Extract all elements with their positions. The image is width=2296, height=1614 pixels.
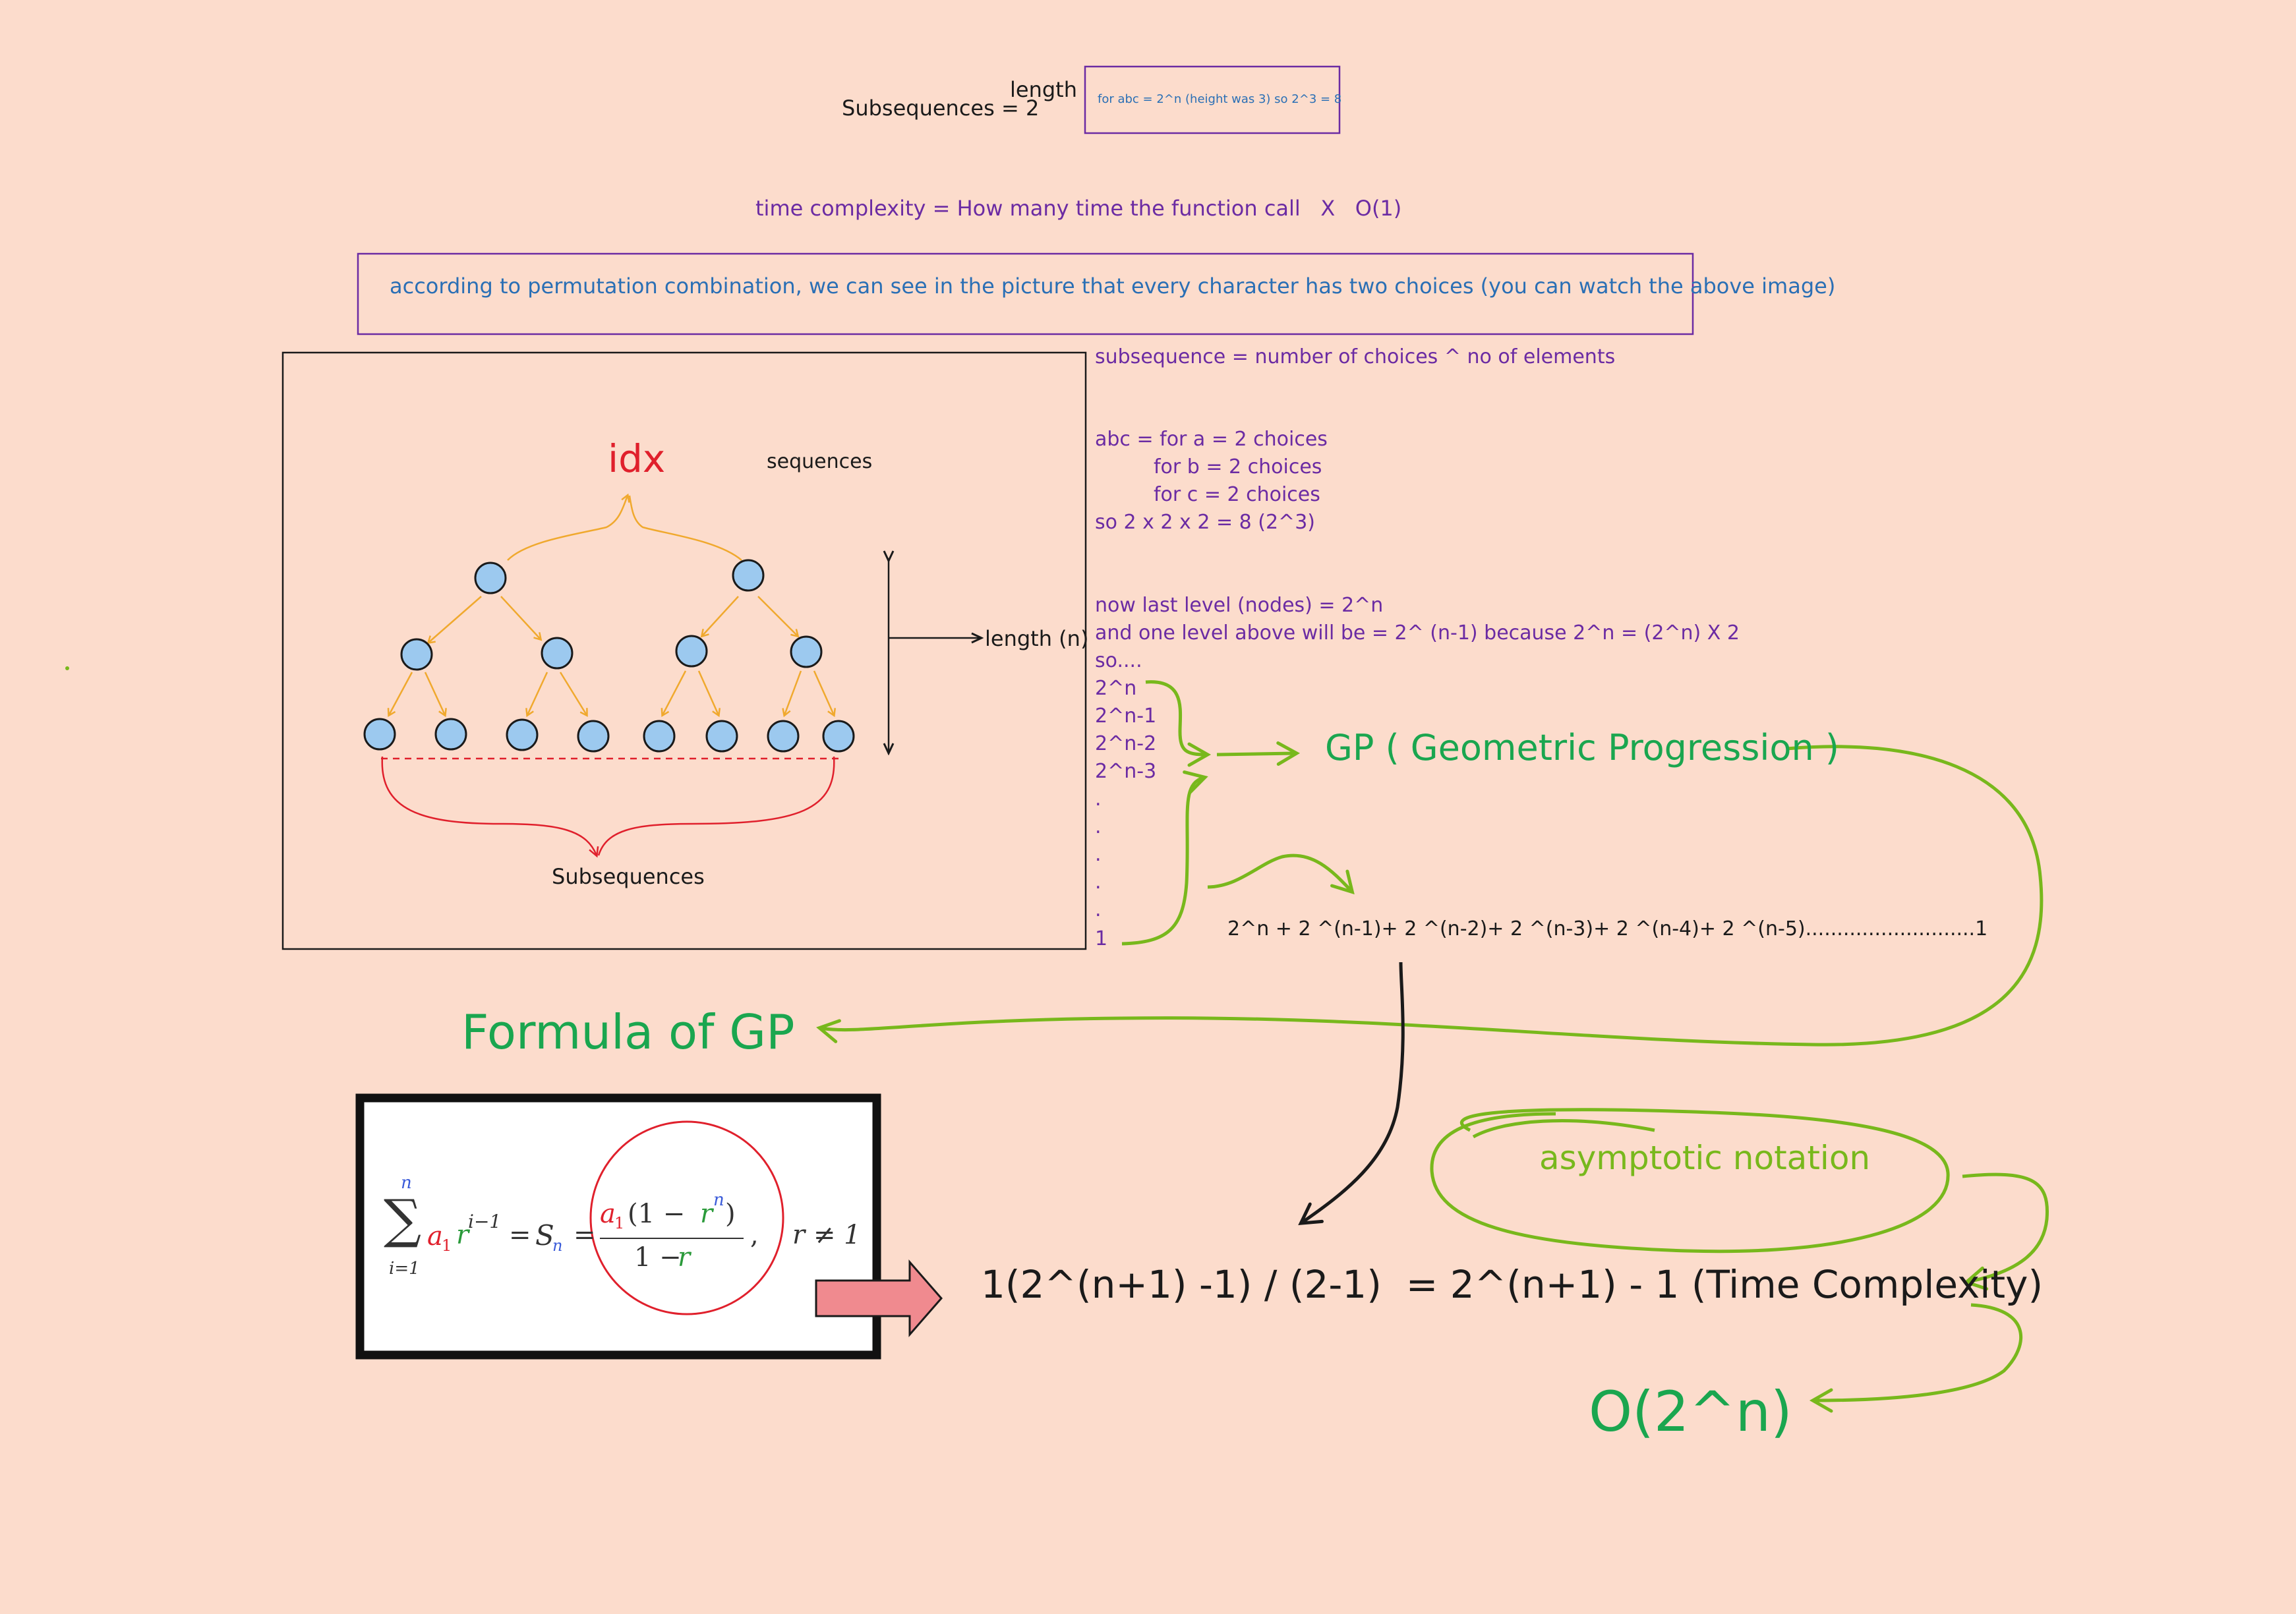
permutation-box (357, 252, 1694, 335)
subseq-brace-right (597, 756, 835, 856)
formula-highlight-circle (589, 1120, 784, 1315)
series-item: 2^n-2 (1095, 732, 1157, 755)
series-brace-top (1145, 680, 1212, 767)
series-item: . (1095, 843, 1102, 866)
formula-comma: , (750, 1220, 759, 1250)
permutation-note: according to permutation combination, we… (390, 274, 1836, 299)
tree-frame (281, 351, 1087, 950)
tree-node (434, 718, 467, 751)
tree-node (643, 720, 676, 753)
abc-line-1: abc = for a = 2 choices (1095, 428, 1328, 451)
right-block-arrow-icon (815, 1259, 943, 1337)
asymptotic-ellipse (1430, 1108, 1950, 1254)
sigma-upper: n (401, 1173, 412, 1193)
denominator-text: 1 − (634, 1242, 690, 1273)
level-line-3: so.... (1095, 649, 1142, 672)
to-gp-arrow (1216, 741, 1301, 766)
gp-formula: ∑ n i=1 a 1 r i−1 = S n = a 1 (1 − r n )… (376, 1174, 864, 1305)
formula-condition: r ≠ 1 (792, 1220, 861, 1250)
big-o-label: O(2^n) (1589, 1379, 1792, 1444)
term-a: a (427, 1221, 443, 1252)
sum-to-result-arrow (1298, 962, 1405, 1226)
series-item: . (1095, 815, 1102, 838)
tree-node (705, 720, 738, 753)
subseq-superscript: length (1010, 77, 1077, 102)
numerator-text: (1 − (628, 1199, 693, 1229)
equals-1: = (509, 1220, 531, 1250)
formula-frame (355, 1093, 881, 1360)
tree-node (541, 637, 574, 670)
note-text: for abc = 2^n (height was 3) so 2^3 = 8 (1098, 92, 1342, 106)
sigma-lower: i=1 (389, 1259, 420, 1279)
tree-edges (389, 496, 834, 715)
tree-nodes (363, 559, 855, 753)
term-a-sub: 1 (442, 1236, 452, 1255)
subsequences-label: Subsequences (552, 864, 705, 889)
term-r: r (456, 1220, 469, 1250)
term-exp: i−1 (468, 1211, 502, 1232)
tree-node (767, 720, 800, 753)
level-line-1: now last level (nodes) = 2^n (1095, 594, 1384, 617)
sigma-symbol: ∑ (384, 1188, 422, 1250)
abc-line-2: for b = 2 choices (1154, 455, 1322, 478)
series-item: 2^n-3 (1095, 760, 1157, 783)
note-box (1084, 65, 1341, 134)
denominator-r: r (678, 1242, 691, 1273)
result-expression: 1(2^(n+1) -1) / (2-1) = 2^(n+1) - 1 (Tim… (981, 1262, 2044, 1307)
equals-2: = (574, 1220, 596, 1250)
level-line-2: and one level above will be = 2^ (n-1) b… (1095, 621, 1740, 645)
sequences-label: sequences (767, 450, 873, 473)
length-label: length (n) (985, 626, 1089, 651)
time-complexity-line: time complexity = How many time the func… (755, 196, 1402, 221)
formula-title: Formula of GP (461, 1004, 795, 1060)
series-item: . (1095, 871, 1102, 894)
tree-node (790, 635, 823, 668)
root-idx-label: idx (608, 436, 666, 481)
tree-node (732, 559, 765, 592)
gp-to-formula-arrow (816, 745, 2044, 1047)
numerator-a-sub: 1 (614, 1214, 625, 1232)
tree-node (400, 638, 433, 671)
series-brace-bottom (1121, 770, 1208, 946)
to-bigo-arrow (1809, 1303, 2023, 1413)
tree-node (675, 635, 708, 668)
tree-node (363, 718, 396, 751)
sum-S: S (535, 1219, 554, 1252)
series-item: 2^n-1 (1095, 705, 1157, 728)
abc-line-4: so 2 x 2 x 2 = 8 (2^3) (1095, 511, 1315, 534)
series-sum: 2^n + 2 ^(n-1)+ 2 ^(n-2)+ 2 ^(n-3)+ 2 ^(… (1227, 917, 1988, 940)
numerator-a: a (600, 1199, 616, 1229)
to-sum-arrow (1207, 853, 1355, 895)
numerator-n: n (713, 1190, 724, 1210)
tree-node (474, 562, 507, 594)
numerator-close: ) (725, 1199, 736, 1229)
series-item: . (1095, 788, 1102, 811)
gp-label: GP ( Geometric Progression ) (1325, 727, 1839, 768)
stray-dot (65, 666, 69, 670)
series-item: . (1095, 898, 1102, 921)
fraction-bar (600, 1238, 744, 1239)
tree-node (822, 720, 855, 753)
explanation-line1: subsequence = number of choices ^ no of … (1095, 345, 1616, 368)
series-item: 1 (1095, 927, 1108, 950)
asymptotic-label: asymptotic notation (1539, 1139, 1871, 1177)
subseq-brace-left (381, 756, 599, 858)
tree-node (577, 720, 610, 753)
subseq-formula: Subsequences = 2 (842, 96, 1040, 121)
tree-node (506, 718, 539, 751)
asymptotic-arrow (1962, 1172, 2049, 1291)
sum-S-sub: n (552, 1236, 563, 1255)
abc-line-3: for c = 2 choices (1154, 483, 1320, 506)
numerator-r: r (700, 1199, 713, 1229)
series-item: 2^n (1095, 677, 1137, 700)
